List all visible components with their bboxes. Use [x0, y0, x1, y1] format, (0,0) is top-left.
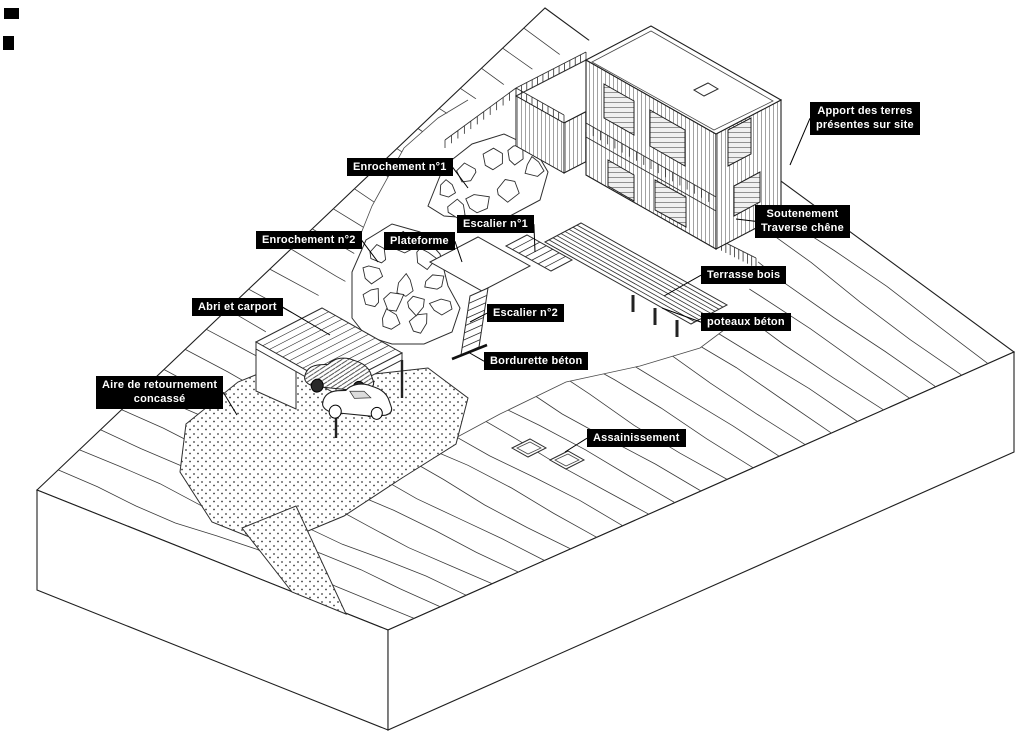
window: [649, 109, 686, 167]
house: [514, 25, 783, 250]
label-poteaux-beton: poteaux béton: [701, 313, 791, 332]
label-plateforme: Plateforme: [384, 232, 455, 251]
label-enrochement-2: Enrochement n°2: [256, 231, 362, 250]
label-aire-retournement: Aire de retournement concassé: [96, 376, 224, 409]
platform: [428, 236, 532, 292]
roof-vent: [692, 82, 720, 97]
house-roof: [584, 25, 783, 135]
window: [603, 83, 635, 136]
stairs-1: [504, 234, 574, 272]
septic-tanks: [510, 438, 586, 470]
railings: [444, 51, 717, 212]
turning-area: [179, 357, 469, 615]
stairs-2: [451, 287, 489, 361]
grading-limit-upper: [355, 99, 469, 247]
label-escalier-2: Escalier n°2: [487, 304, 564, 323]
leader-lines: [222, 118, 811, 453]
label-apport-terres: Apport des terres présentes sur site: [810, 102, 920, 135]
window: [727, 117, 752, 167]
scan-artifact-2: [3, 36, 14, 50]
scan-artifact-1: [4, 8, 19, 19]
roof-parapet: [591, 30, 774, 131]
label-assainissement: Assainissement: [587, 429, 686, 448]
wood-deck: [543, 222, 729, 337]
label-bordurette-beton: Bordurette béton: [484, 352, 589, 371]
label-escalier-1: Escalier n°1: [457, 215, 534, 234]
label-abri-carport: Abri et carport: [192, 298, 283, 317]
grading-limit-lower: [447, 317, 741, 443]
concrete-curb: [451, 343, 488, 361]
label-soutenement: Soutenement Traverse chêne: [755, 205, 850, 238]
door-window: [654, 179, 687, 228]
door-window: [607, 159, 635, 202]
label-enrochement-1: Enrochement n°1: [347, 158, 453, 177]
car: [321, 383, 393, 420]
label-terrasse-bois: Terrasse bois: [701, 266, 787, 285]
window: [733, 171, 761, 217]
riprap-wall-1: [427, 133, 549, 219]
